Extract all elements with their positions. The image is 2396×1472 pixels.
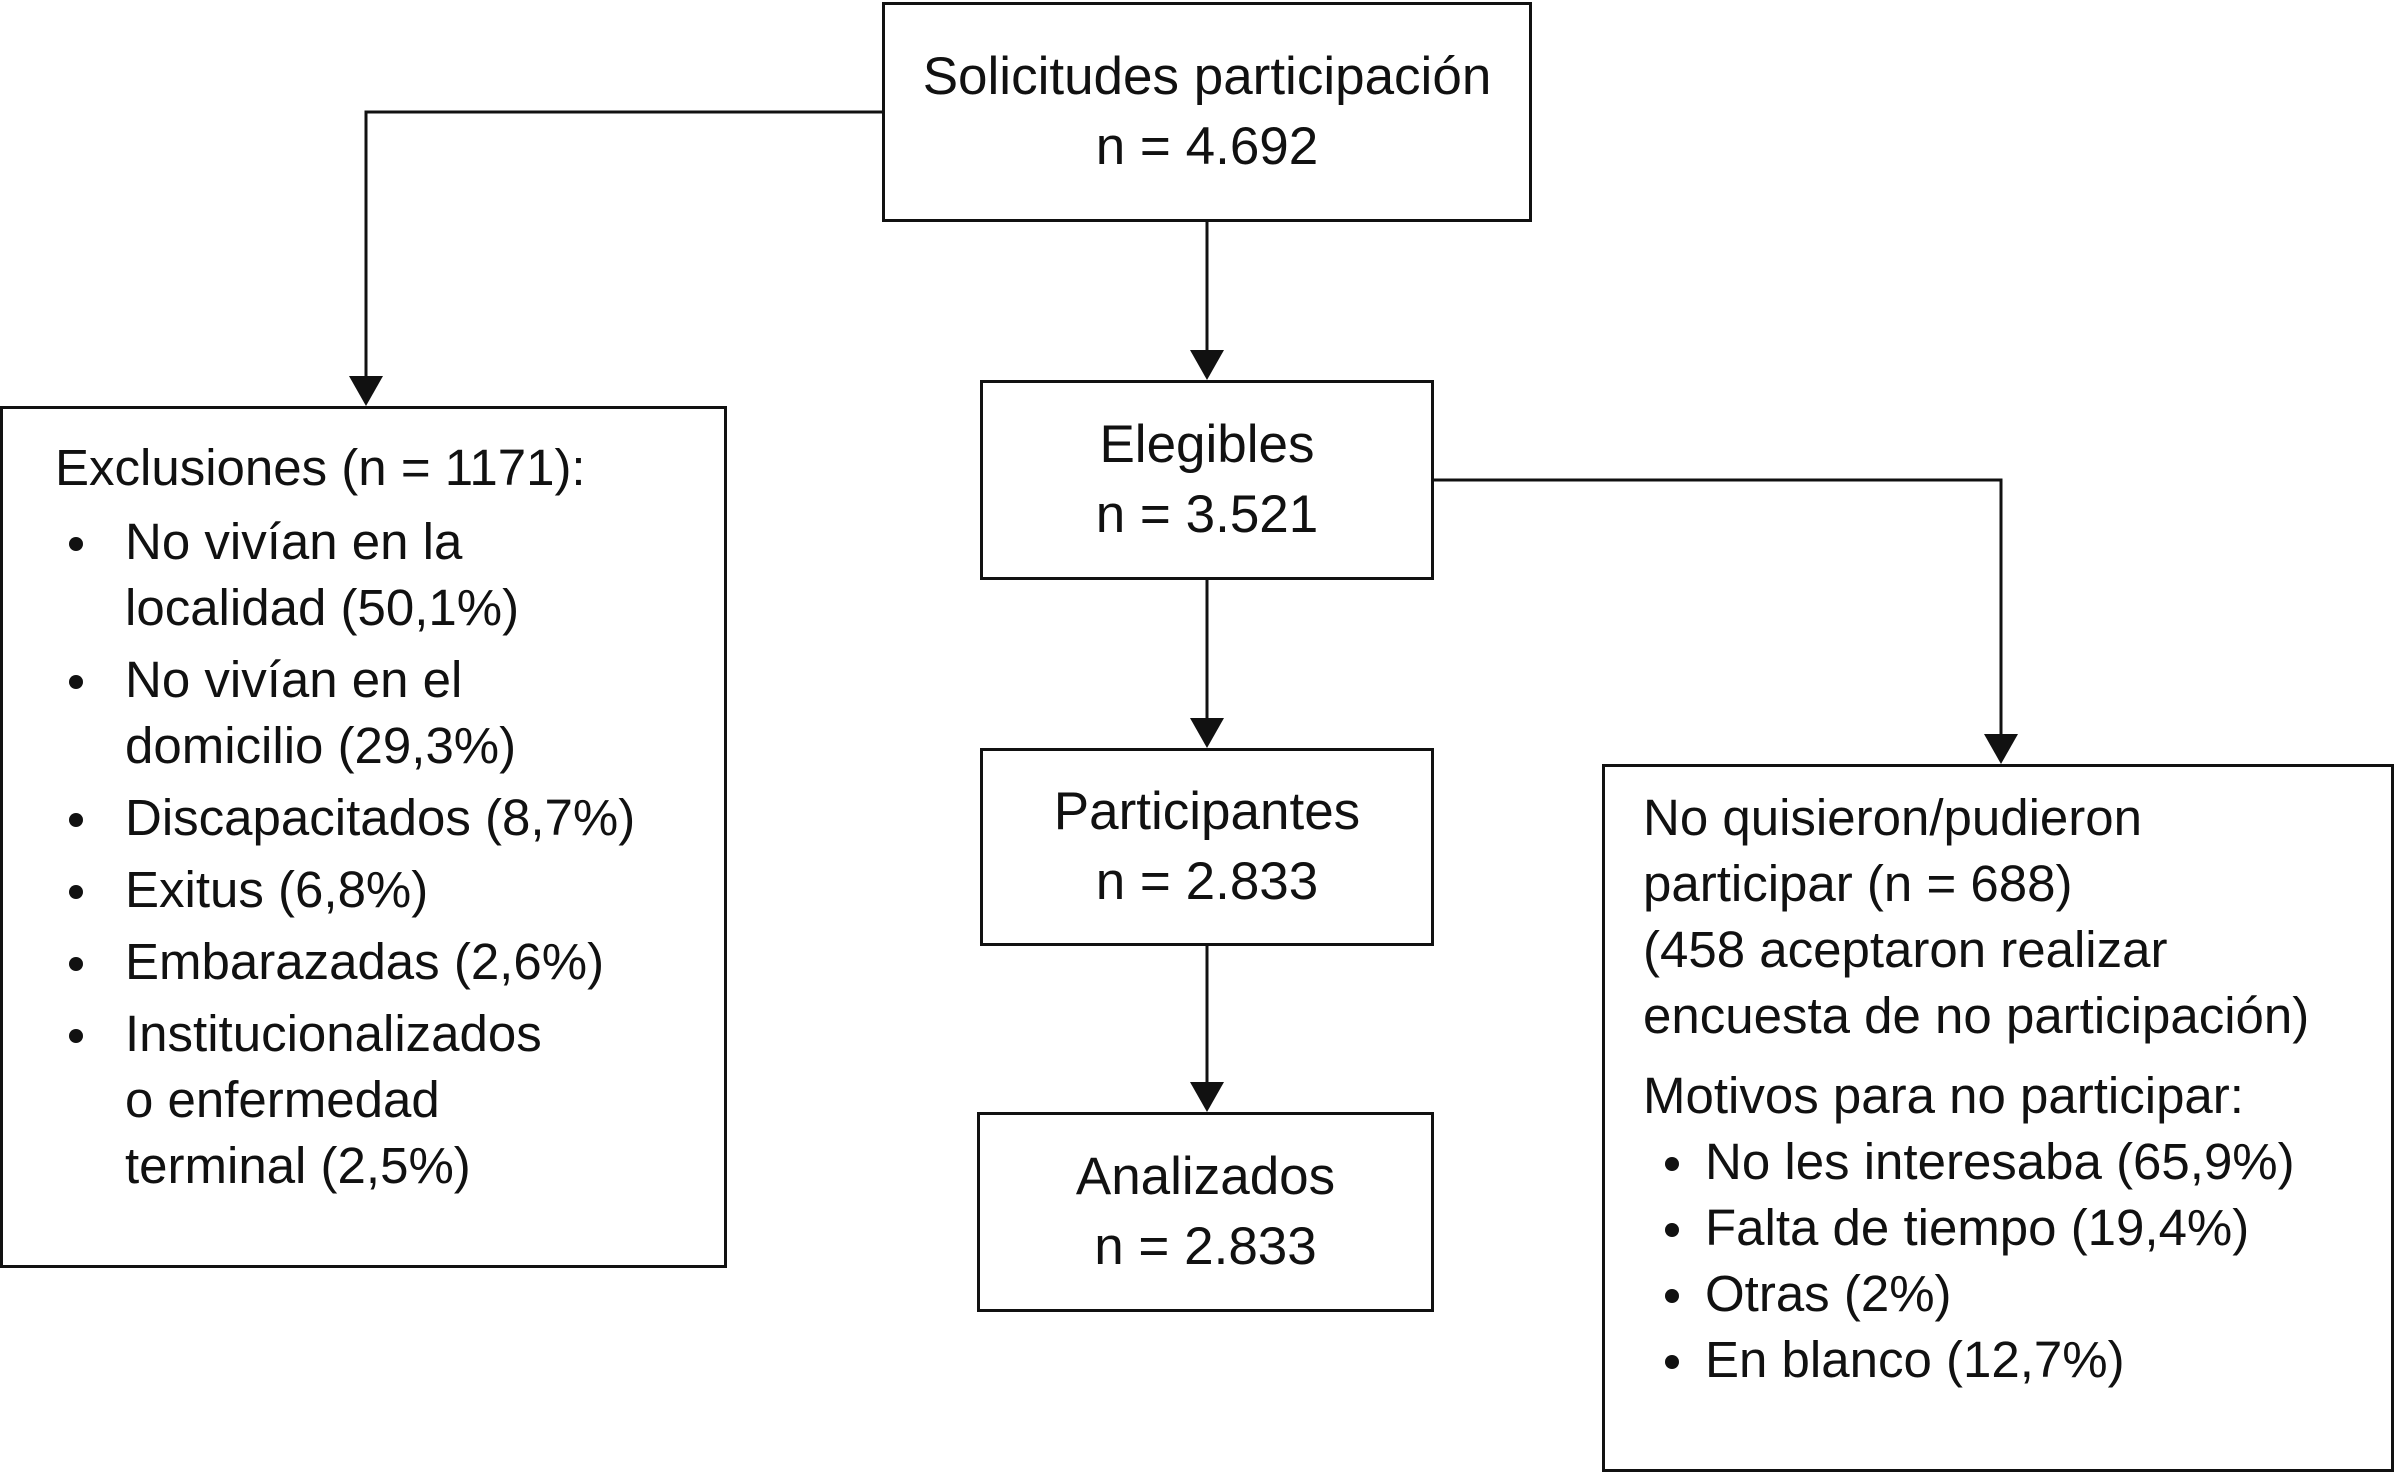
motivos-list: No les interesaba (65,9%) Falta de tiemp…	[1643, 1129, 2391, 1393]
list-item: Falta de tiempo (19,4%)	[1643, 1195, 2391, 1261]
box-no-participaron: No quisieron/pudieron participar (n = 68…	[1602, 764, 2394, 1472]
list-item-line: Exitus (6,8%)	[125, 861, 429, 918]
analizados-count: n = 2.833	[1094, 1217, 1317, 1276]
list-item-line: No vivían en el	[125, 651, 463, 708]
list-item: No vivían en la localidad (50,1%)	[55, 509, 724, 641]
list-item-line: Discapacitados (8,7%)	[125, 789, 636, 846]
arrowhead-exclusiones	[349, 376, 383, 406]
no-participaron-line: encuesta de no participación)	[1643, 987, 2310, 1044]
list-item: Discapacitados (8,7%)	[55, 785, 724, 851]
box-exclusiones: Exclusiones (n = 1171): No vivían en la …	[0, 406, 727, 1268]
box-solicitudes-participacion: Solicitudes participación n = 4.692	[882, 2, 1532, 222]
box-elegibles: Elegibles n = 3.521	[980, 380, 1434, 580]
list-item-line: Institucionalizados	[125, 1005, 542, 1062]
list-item-line: localidad (50,1%)	[125, 579, 520, 636]
arrowhead-elegibles	[1190, 350, 1224, 380]
list-item: En blanco (12,7%)	[1643, 1327, 2391, 1393]
arrow-elegibles-to-no-participaron	[1434, 478, 2003, 734]
list-item-line: Embarazadas (2,6%)	[125, 933, 605, 990]
list-item: Exitus (6,8%)	[55, 857, 724, 923]
list-item: Institucionalizados o enfermedad termina…	[55, 1001, 724, 1199]
no-participaron-line: participar (n = 688)	[1643, 855, 2073, 912]
list-item: No les interesaba (65,9%)	[1643, 1129, 2391, 1195]
list-item: No vivían en el domicilio (29,3%)	[55, 647, 724, 779]
box-participantes: Participantes n = 2.833	[980, 748, 1434, 946]
participantes-count: n = 2.833	[1095, 852, 1319, 911]
list-item-line: terminal (2,5%)	[125, 1137, 471, 1194]
list-item: Embarazadas (2,6%)	[55, 929, 724, 995]
exclusiones-heading: Exclusiones (n = 1171):	[55, 439, 586, 496]
list-item-line: o enfermedad	[125, 1071, 440, 1128]
exclusiones-list: No vivían en la localidad (50,1%) No viv…	[55, 509, 724, 1199]
arrowhead-participantes	[1190, 718, 1224, 748]
elegibles-count: n = 3.521	[1095, 485, 1319, 544]
arrow-solicitudes-to-exclusiones	[364, 110, 882, 376]
no-participaron-line: (458 aceptaron realizar	[1643, 921, 2168, 978]
elegibles-title: Elegibles	[1099, 415, 1315, 474]
motivos-heading: Motivos para no participar:	[1643, 1067, 2244, 1124]
list-item-line: domicilio (29,3%)	[125, 717, 517, 774]
solicitudes-count: n = 4.692	[1095, 117, 1319, 176]
list-item: Otras (2%)	[1643, 1261, 2391, 1327]
arrowhead-no-participaron	[1984, 734, 2018, 764]
no-participaron-line: No quisieron/pudieron	[1643, 789, 2142, 846]
box-analizados: Analizados n = 2.833	[977, 1112, 1434, 1312]
solicitudes-title: Solicitudes participación	[922, 47, 1492, 106]
participantes-title: Participantes	[1053, 782, 1361, 841]
analizados-title: Analizados	[1075, 1147, 1336, 1206]
list-item-line: No vivían en la	[125, 513, 463, 570]
arrowhead-analizados	[1190, 1082, 1224, 1112]
